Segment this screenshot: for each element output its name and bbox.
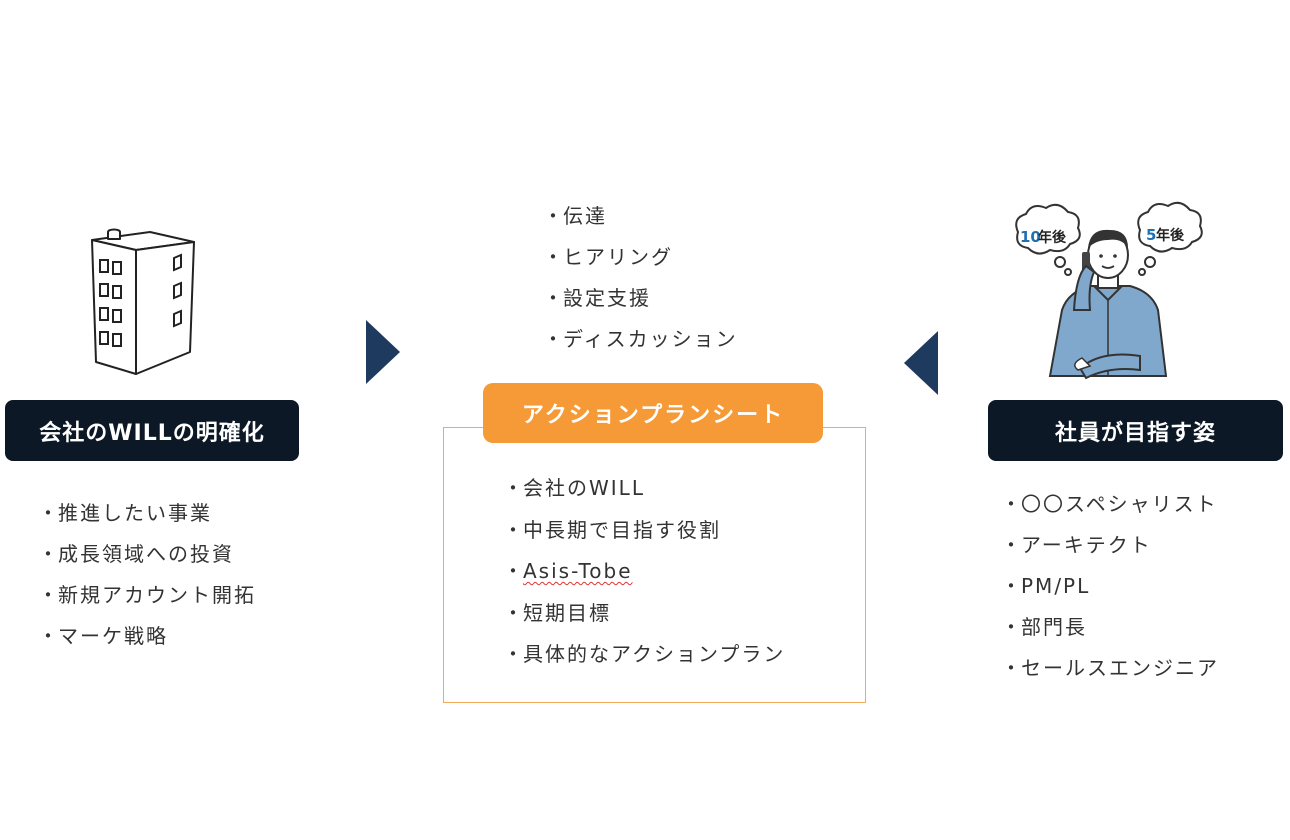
list-item: 設定支援	[543, 282, 738, 323]
list-item: PM/PL	[1001, 570, 1219, 611]
building-icon	[91, 228, 195, 375]
list-item: 中長期で目指す役割	[503, 514, 785, 556]
svg-text:年後: 年後	[1038, 229, 1067, 246]
list-item: 具体的なアクションプラン	[503, 638, 785, 680]
process-list: 伝達 ヒアリング 設定支援 ディスカッション	[543, 200, 738, 364]
company-will-label: 会社のWILLの明確化	[5, 400, 299, 461]
list-item: ディスカッション	[543, 323, 738, 364]
list-item: 新規アカウント開拓	[38, 579, 256, 620]
action-plan-list: 会社のWILL 中長期で目指す役割 Asis-Tobe 短期目標 具体的なアクシ…	[503, 472, 785, 680]
svg-text:5: 5	[1146, 226, 1156, 244]
thought-bubble-10-years: 10 年後	[1015, 203, 1081, 276]
employee-goal-list: 〇〇スペシャリスト アーキテクト PM/PL 部門長 セールスエンジニア	[1001, 488, 1219, 693]
list-item: セールスエンジニア	[1001, 652, 1219, 693]
list-item: 部門長	[1001, 611, 1219, 652]
list-item: 成長領域への投資	[38, 538, 256, 579]
person-thinking-icon: 10 年後 5 年後	[1015, 201, 1203, 380]
list-item: 推進したい事業	[38, 497, 256, 538]
thought-bubble-5-years: 5 年後	[1137, 201, 1203, 276]
list-item: 短期目標	[503, 597, 785, 639]
svg-text:年後: 年後	[1156, 227, 1185, 244]
list-item: 伝達	[543, 200, 738, 241]
svg-text:10: 10	[1020, 228, 1041, 246]
arrow-right-icon	[366, 320, 400, 384]
company-will-list: 推進したい事業 成長領域への投資 新規アカウント開拓 マーケ戦略	[38, 497, 256, 661]
action-plan-sheet-label: アクションプランシート	[483, 383, 823, 443]
arrow-left-icon	[904, 331, 938, 395]
list-item: アーキテクト	[1001, 529, 1219, 570]
list-item: Asis-Tobe	[503, 555, 785, 597]
list-item: 会社のWILL	[503, 472, 785, 514]
list-item: ヒアリング	[543, 241, 738, 282]
list-item: 〇〇スペシャリスト	[1001, 488, 1219, 529]
employee-goal-label: 社員が目指す姿	[988, 400, 1283, 461]
list-item: マーケ戦略	[38, 620, 256, 661]
